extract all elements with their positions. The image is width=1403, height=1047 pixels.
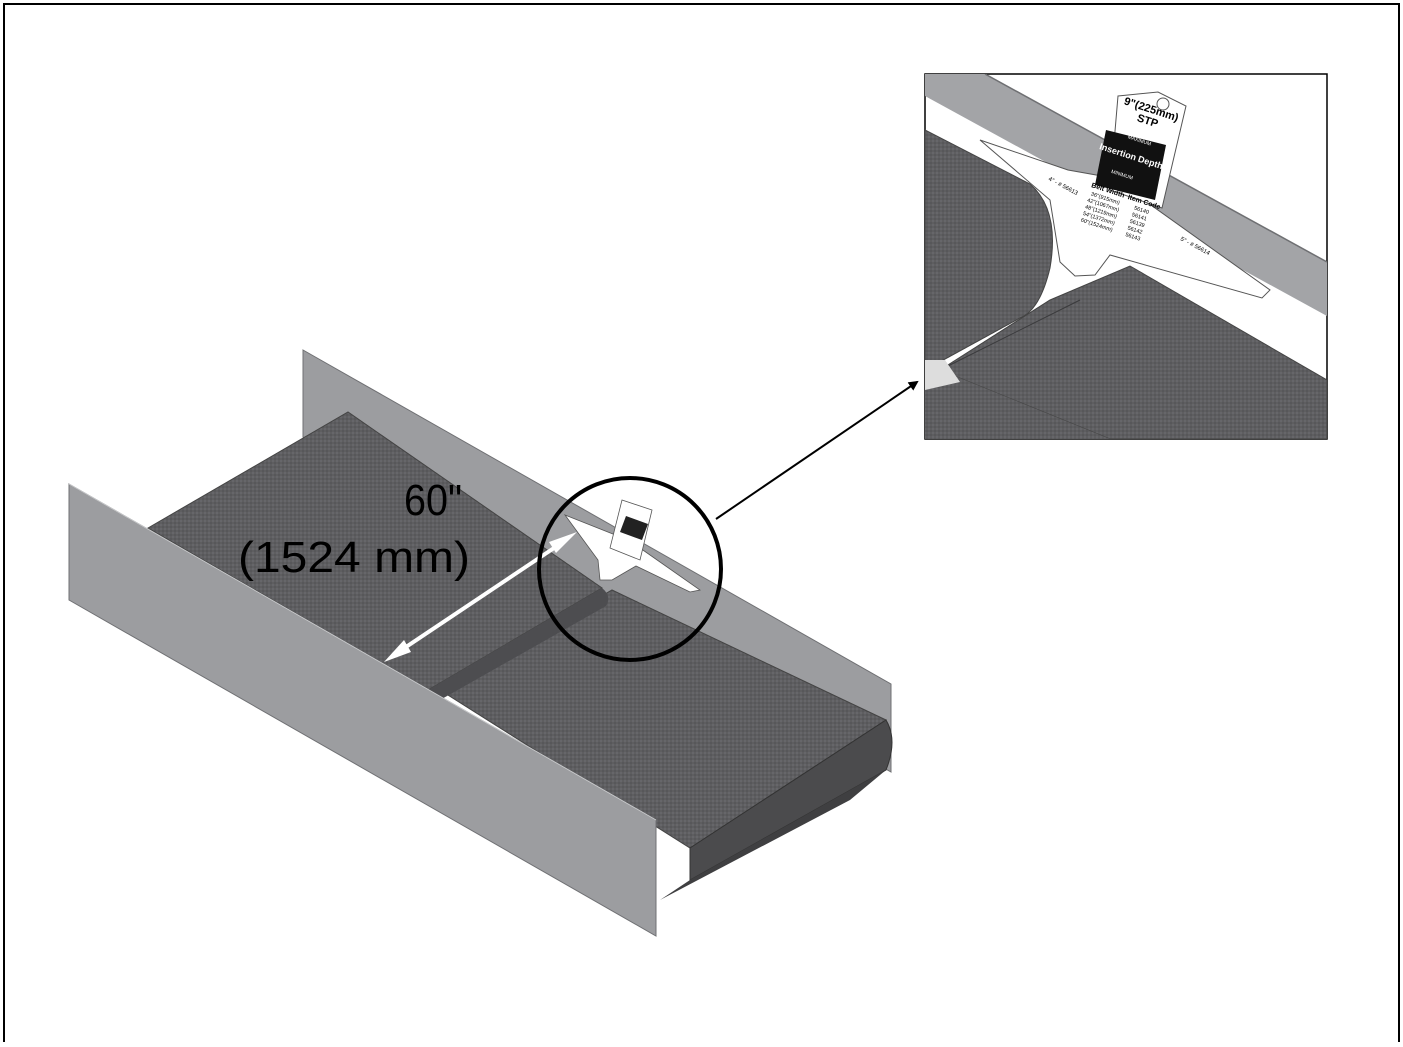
dimension-arrow [384, 532, 577, 662]
item-code-value: 56139 [1129, 219, 1145, 229]
item-code-value: 56142 [1127, 225, 1143, 235]
item-code-value: 56140 [1133, 205, 1149, 215]
zoom-circle [537, 476, 723, 662]
belt-end-roll [689, 719, 893, 881]
tensioner-tool-small [563, 499, 701, 593]
detail-inset: 9"(225mm) STP MAXIMUM Insertion Depth MI… [924, 73, 1328, 440]
item-code-value: 56141 [1131, 212, 1147, 222]
item-code-value: 56143 [1124, 232, 1140, 242]
depth-gauge [1095, 130, 1166, 200]
belt-width-table: Belt Width Item Code 36"(915mm)5614042"(… [1080, 182, 1161, 242]
belt-seam-roll [428, 588, 609, 700]
dimension-inches: 60" [404, 476, 462, 525]
callout-arrow [715, 380, 919, 520]
conveyor [68, 349, 893, 937]
dimension-mm: (1524 mm) [238, 533, 470, 582]
return-belt [660, 770, 886, 900]
